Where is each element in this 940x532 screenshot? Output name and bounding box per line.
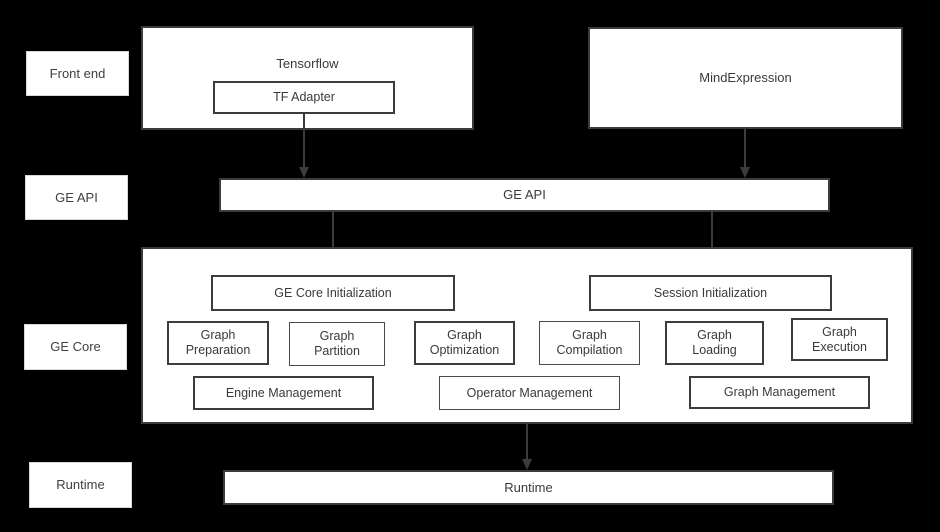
layer-label-ge-core: GE Core bbox=[24, 324, 127, 370]
management-operator[interactable]: Operator Management bbox=[439, 376, 620, 410]
ge-core-initialization-box[interactable]: GE Core Initialization bbox=[211, 275, 455, 311]
layer-label-runtime: Runtime bbox=[29, 462, 132, 508]
tf-adapter-box[interactable]: TF Adapter bbox=[213, 81, 395, 114]
module-graph-loading[interactable]: Graph Loading bbox=[665, 321, 764, 365]
tensorflow-group: Tensorflow bbox=[141, 26, 474, 130]
module-graph-partition[interactable]: Graph Partition bbox=[289, 322, 385, 366]
management-graph[interactable]: Graph Management bbox=[689, 376, 870, 409]
management-engine[interactable]: Engine Management bbox=[193, 376, 374, 410]
module-graph-compilation[interactable]: Graph Compilation bbox=[539, 321, 640, 365]
module-graph-execution[interactable]: Graph Execution bbox=[791, 318, 888, 361]
layer-label-ge-api: GE API bbox=[25, 175, 128, 220]
mindexpression-box[interactable]: MindExpression bbox=[588, 27, 903, 129]
ge-api-bar[interactable]: GE API bbox=[219, 178, 830, 212]
session-initialization-box[interactable]: Session Initialization bbox=[589, 275, 832, 311]
runtime-bar[interactable]: Runtime bbox=[223, 470, 834, 505]
module-graph-preparation[interactable]: Graph Preparation bbox=[167, 321, 269, 365]
layer-label-front-end: Front end bbox=[26, 51, 129, 96]
module-graph-optimization[interactable]: Graph Optimization bbox=[414, 321, 515, 365]
